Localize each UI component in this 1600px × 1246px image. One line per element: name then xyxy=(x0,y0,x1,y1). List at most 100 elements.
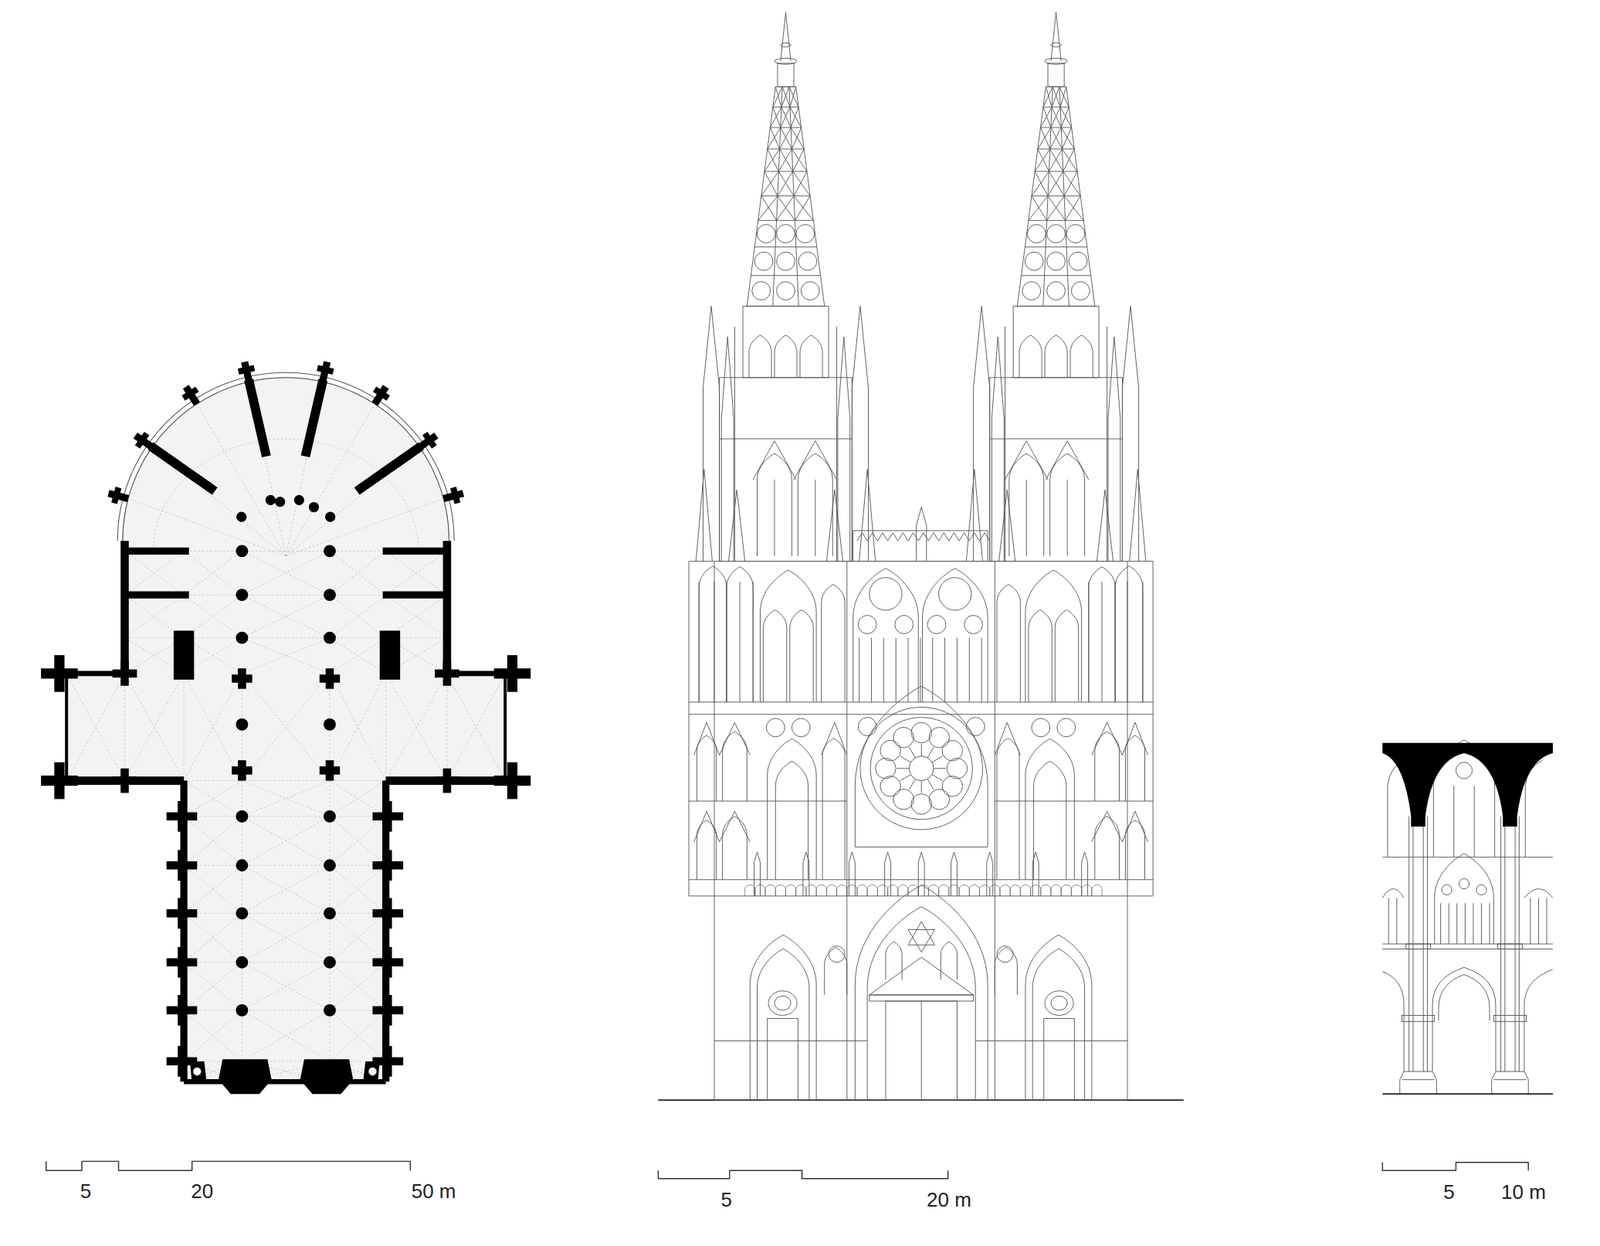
rose-petal xyxy=(880,776,901,797)
buttress xyxy=(453,487,458,503)
pinnacle xyxy=(918,851,925,896)
vault-rib xyxy=(183,780,242,817)
drawing-line xyxy=(994,561,996,1101)
colonnette xyxy=(1396,898,1397,944)
rose-petal xyxy=(946,758,967,779)
drawing-line xyxy=(1004,377,1006,562)
lattice xyxy=(1064,196,1081,221)
gable xyxy=(869,956,974,995)
crenel xyxy=(959,532,970,542)
chapel-wall xyxy=(248,379,267,457)
drawing-line xyxy=(933,767,946,769)
buttress xyxy=(177,898,187,929)
pier xyxy=(323,718,336,731)
blind-arch xyxy=(1125,820,1145,880)
gallery-arch xyxy=(796,884,807,896)
tower-pier xyxy=(363,1061,380,1084)
buttress xyxy=(507,762,518,800)
buttress xyxy=(54,762,65,800)
pinnacle xyxy=(999,489,1016,561)
pinnacle xyxy=(916,507,927,562)
vault-rib xyxy=(241,864,330,913)
belfry-stage xyxy=(719,377,853,562)
quatrefoil xyxy=(964,615,984,634)
arcade-arch xyxy=(1432,966,1496,1021)
cathedral-plan xyxy=(40,361,531,1094)
lattice xyxy=(781,86,790,107)
rose-petal xyxy=(942,776,963,797)
lattice xyxy=(1063,171,1081,197)
lancet xyxy=(1054,610,1078,702)
lattice xyxy=(1043,86,1053,107)
lancet xyxy=(1044,335,1068,378)
drawing-line xyxy=(739,581,741,702)
left-tower xyxy=(688,12,876,1100)
mullion xyxy=(871,637,872,702)
wall xyxy=(503,673,507,781)
drawing-line xyxy=(847,701,996,702)
vault-rib xyxy=(183,962,242,1011)
lantern xyxy=(1044,57,1068,65)
pier xyxy=(323,858,336,872)
trefoil xyxy=(1476,884,1487,895)
pier xyxy=(235,588,248,601)
lattice xyxy=(778,171,794,197)
gable xyxy=(1091,810,1123,842)
drawing-line xyxy=(754,246,817,248)
vault-rib xyxy=(241,637,330,674)
nave-bay-section xyxy=(1382,739,1553,1094)
scale-label: 5 xyxy=(721,1189,733,1210)
pinnacle xyxy=(703,305,720,561)
oculus xyxy=(1044,990,1074,1016)
gallery-arch xyxy=(989,884,1000,896)
tracery-circle xyxy=(776,281,796,301)
chapel-wall xyxy=(150,445,215,491)
scale-bar xyxy=(1382,1162,1529,1171)
rose-petal xyxy=(911,722,932,743)
scale-bar xyxy=(657,1169,948,1179)
pier xyxy=(308,501,319,512)
drawing-line xyxy=(1043,106,1069,108)
lattice xyxy=(1048,171,1065,197)
lattice xyxy=(779,127,792,150)
rose-petal xyxy=(875,758,896,779)
drawing-line xyxy=(1024,246,1087,248)
rose-petal xyxy=(893,726,914,747)
vault-rib xyxy=(183,673,242,781)
vault-rib xyxy=(241,637,330,674)
scale-bar xyxy=(46,1160,411,1170)
colonnette xyxy=(1456,902,1458,944)
lattice xyxy=(1037,127,1051,150)
vault-rib xyxy=(183,912,242,962)
colonnette xyxy=(1489,902,1491,944)
vault-rib xyxy=(124,550,184,595)
tracery-circle xyxy=(1047,224,1066,244)
buttress xyxy=(374,389,389,399)
tracery-circle xyxy=(1022,281,1041,301)
vault-rib xyxy=(386,673,448,781)
lattice xyxy=(767,149,780,172)
lattice xyxy=(1050,107,1061,128)
vault-rib xyxy=(329,864,387,913)
gallery-arch xyxy=(1050,884,1062,896)
drawing-line xyxy=(908,778,916,790)
drawing-line xyxy=(688,561,690,896)
quatrefoil xyxy=(938,577,972,611)
drawing-line xyxy=(994,878,1153,880)
drawing-line xyxy=(764,170,807,172)
vault-rib xyxy=(183,912,387,914)
buttress xyxy=(177,994,187,1026)
trefoil xyxy=(1458,877,1469,889)
buttress xyxy=(325,667,335,689)
lattice xyxy=(778,149,792,172)
scale-bar xyxy=(46,1160,411,1170)
vault-rib xyxy=(329,637,387,674)
gable xyxy=(1091,722,1123,755)
drawing-line xyxy=(746,305,824,307)
gallery-arch xyxy=(979,884,990,896)
drawing-line xyxy=(1453,785,1455,857)
lattice xyxy=(1050,149,1064,172)
pier xyxy=(236,511,247,523)
ground-line xyxy=(1382,1092,1553,1095)
